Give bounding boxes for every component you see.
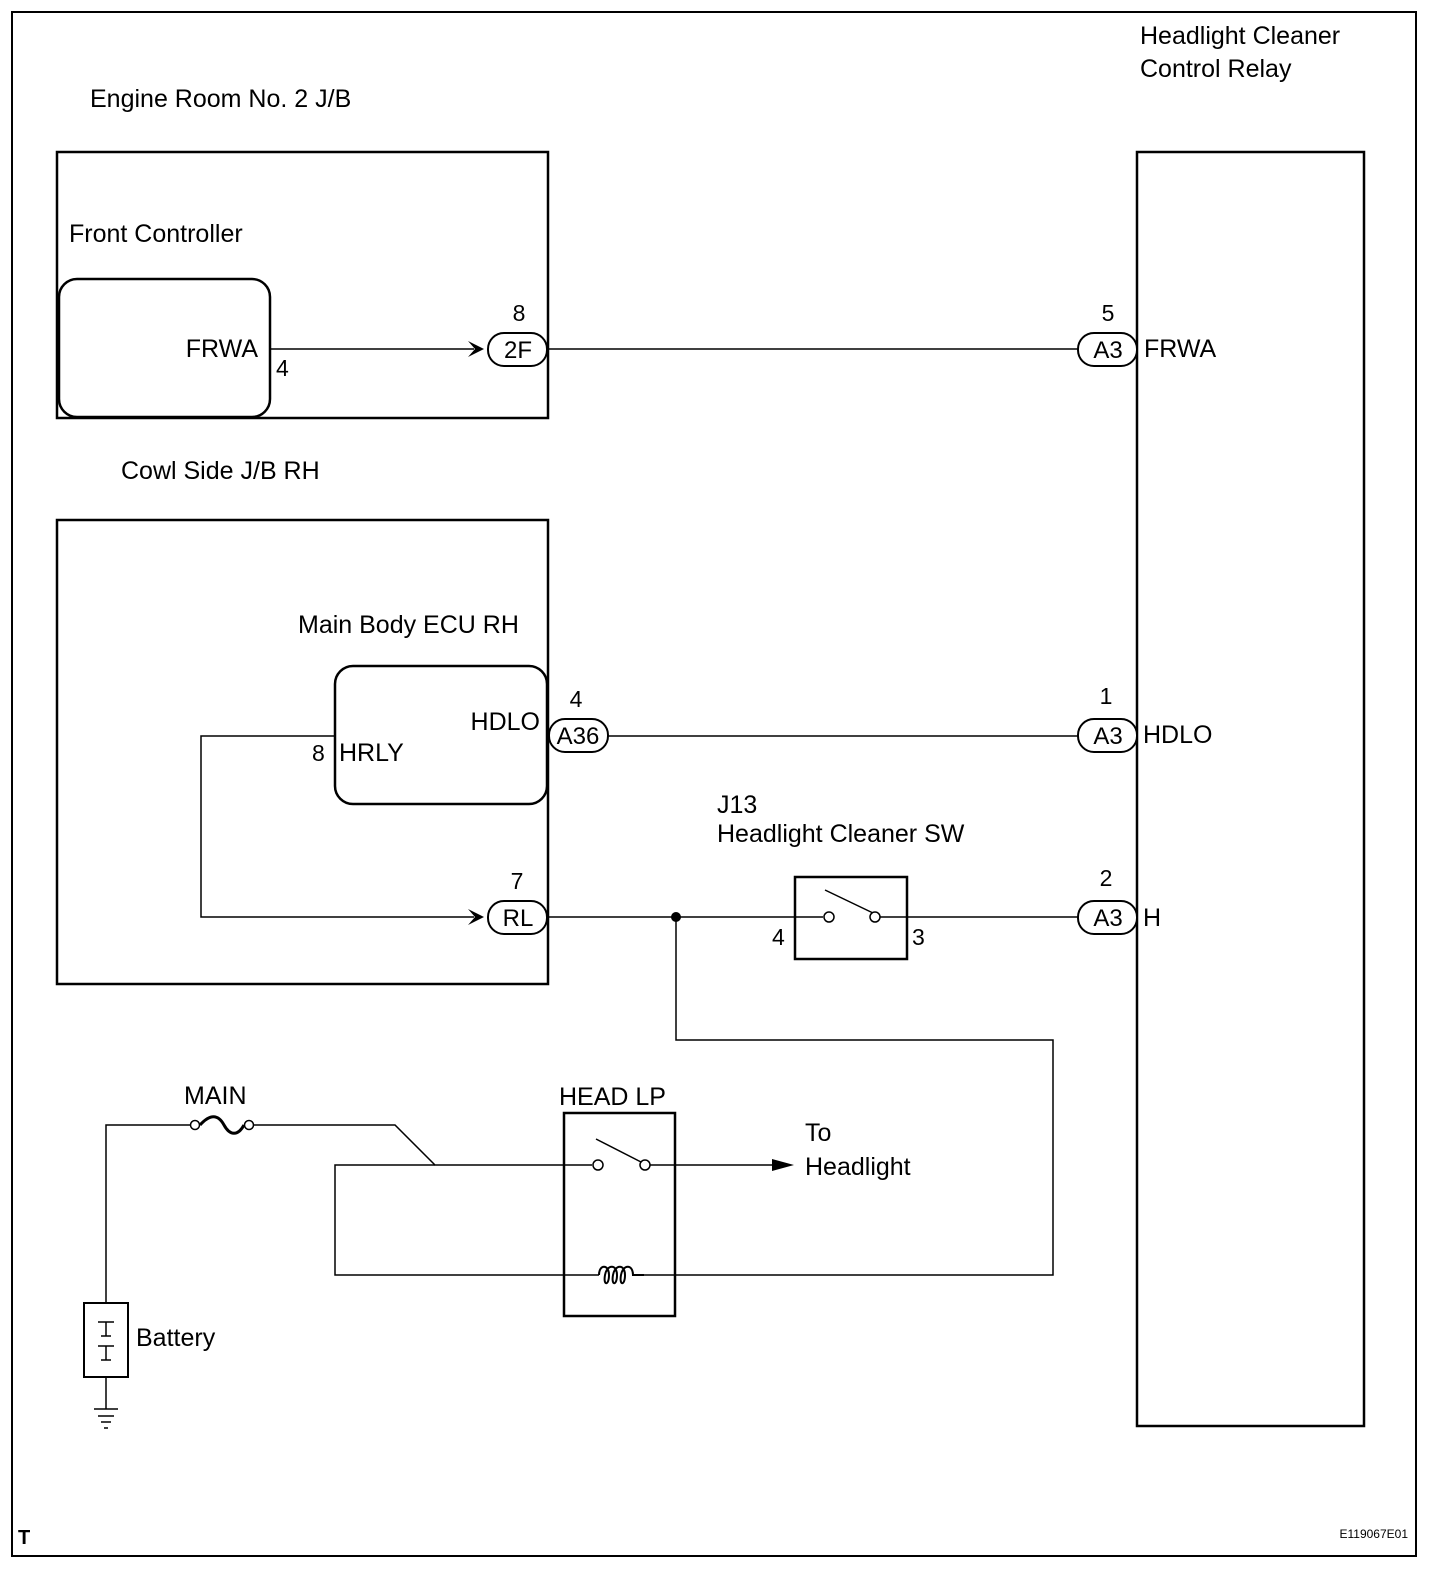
- relay-blade: [595, 1138, 642, 1163]
- arrow-to-headlight-icon: [772, 1159, 794, 1171]
- ground-icon: [94, 1408, 118, 1429]
- connector-rl-label: RL: [503, 905, 534, 932]
- battery-icon: [98, 1321, 114, 1361]
- battery-box: [83, 1302, 129, 1378]
- wire-hrly-loop: [200, 735, 474, 918]
- switch-contact-left: [823, 911, 835, 923]
- main-body-ecu-box: [333, 664, 549, 806]
- head-lp-label: HEAD LP: [559, 1083, 666, 1111]
- relay-frwa-label: FRWA: [1144, 335, 1217, 363]
- frwa-terminal-label: FRWA: [186, 335, 259, 363]
- engine-room-jb-box: [55, 150, 550, 420]
- connector-a36-label: A36: [557, 723, 600, 750]
- pin-a3-h: 2: [1100, 865, 1113, 891]
- switch-code-label: J13: [717, 791, 757, 819]
- main-fuse-label: MAIN: [184, 1082, 247, 1110]
- engine-room-jb-label: Engine Room No. 2 J/B: [90, 85, 351, 113]
- corner-t-label: T: [18, 1527, 30, 1549]
- connector-a3-frwa: [1077, 332, 1138, 367]
- relay-title-line1: Headlight Cleaner: [1140, 22, 1340, 50]
- connector-arrow-2f: [468, 341, 484, 357]
- relay-title-line2: Control Relay: [1140, 55, 1292, 83]
- connector-arrow-rl: [468, 909, 484, 925]
- switch-contact-right: [869, 911, 881, 923]
- diagram-frame: [11, 11, 1417, 1557]
- to-label: To: [805, 1119, 831, 1147]
- connector-a3-frwa-label: A3: [1093, 337, 1122, 364]
- connector-2f-label: 2F: [504, 337, 532, 364]
- wire-relay-coil-left: [334, 1164, 599, 1276]
- fuse-icon: [198, 1115, 246, 1135]
- relay-h-label: H: [1143, 904, 1161, 932]
- connector-a3-hdlo-label: A3: [1093, 723, 1122, 750]
- front-controller-label: Front Controller: [69, 220, 243, 248]
- headlight-label: Headlight: [805, 1153, 911, 1181]
- wire-battery-to-fuse: [105, 1124, 190, 1303]
- switch-name-label: Headlight Cleaner SW: [717, 820, 965, 848]
- relay-hdlo-label: HDLO: [1143, 721, 1212, 749]
- fuse-terminal-right: [243, 1119, 255, 1131]
- figure-id-label: E119067E01: [1339, 1527, 1408, 1541]
- relay-contact-right: [639, 1159, 651, 1171]
- pin-switch-in: 4: [772, 924, 785, 950]
- wire-junction-to-coil: [644, 917, 1054, 1276]
- pin-switch-out: 3: [912, 924, 925, 950]
- pin-a3-frwa: 5: [1102, 300, 1115, 326]
- wire-fuse-to-relay: [254, 1124, 592, 1166]
- hrly-terminal-label: HRLY: [339, 739, 404, 767]
- main-body-ecu-label: Main Body ECU RH: [298, 611, 519, 639]
- cowl-side-jb-label: Cowl Side J/B RH: [121, 457, 320, 485]
- head-lp-relay-box: [562, 1111, 677, 1318]
- battery-label: Battery: [136, 1324, 216, 1352]
- connector-a3-h: [1077, 900, 1138, 935]
- relay-coil-icon: [598, 1265, 644, 1285]
- fuse-terminal-left: [189, 1119, 201, 1131]
- connector-a3-h-label: A3: [1093, 905, 1122, 932]
- pin-fc-frwa: 4: [276, 355, 289, 381]
- connector-a3-hdlo: [1077, 718, 1138, 753]
- front-controller-box: [57, 277, 272, 419]
- pin-a36: 4: [570, 686, 583, 712]
- switch-blade: [824, 889, 874, 914]
- control-relay-box: [1135, 150, 1366, 1428]
- pin-2f: 8: [513, 300, 526, 326]
- pin-hrly: 8: [312, 740, 325, 766]
- pin-rl: 7: [511, 868, 524, 894]
- pin-a3-hdlo: 1: [1100, 683, 1113, 709]
- hdlo-terminal-label: HDLO: [471, 708, 540, 736]
- relay-contact-left: [592, 1159, 604, 1171]
- headlight-cleaner-switch-box: [793, 875, 909, 961]
